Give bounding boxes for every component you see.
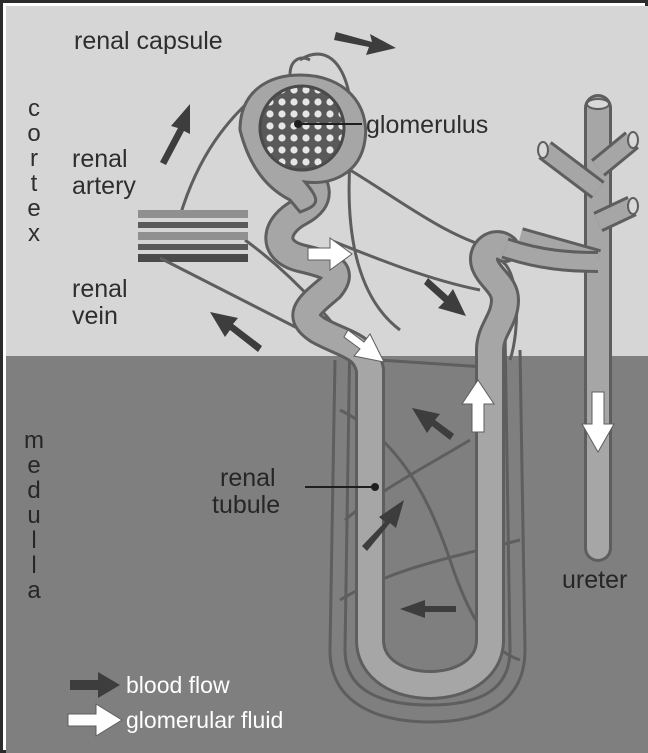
label-ureter: ureter bbox=[562, 567, 627, 594]
cortex-letter: t bbox=[24, 171, 44, 196]
medulla-letter: a bbox=[24, 578, 44, 603]
cortex-letter: o bbox=[24, 121, 44, 146]
legend-blood-flow: blood flow bbox=[126, 672, 230, 699]
medulla-vertical-label: m e d u l l a bbox=[24, 428, 44, 603]
label-renal-artery-line2: artery bbox=[72, 173, 136, 200]
cortex-letter: r bbox=[24, 146, 44, 171]
label-renal-artery-line1: renal bbox=[72, 146, 128, 173]
cortex-letter: e bbox=[24, 196, 44, 221]
blood-flow-arrow bbox=[400, 600, 456, 618]
blood-flow-arrow bbox=[412, 408, 454, 440]
medulla-letter: d bbox=[24, 478, 44, 503]
glomerulus-shape bbox=[260, 86, 344, 170]
label-renal-tubule-line2: tubule bbox=[212, 492, 280, 519]
medulla-letter: l bbox=[24, 528, 44, 553]
blood-flow-arrow bbox=[210, 312, 262, 352]
legend-blood-arrow bbox=[70, 672, 120, 698]
label-renal-vein-line2: vein bbox=[72, 303, 118, 330]
cortex-letter: x bbox=[24, 221, 44, 246]
label-glomerulus: glomerulus bbox=[366, 112, 488, 139]
blood-flow-arrow bbox=[160, 104, 190, 165]
legend-fluid-arrow bbox=[68, 704, 122, 736]
blood-flow-arrow bbox=[424, 278, 466, 316]
cortex-vertical-label: c o r t e x bbox=[24, 96, 44, 246]
label-renal-tubule-line1: renal bbox=[220, 465, 276, 492]
cortex-letter: c bbox=[24, 96, 44, 121]
label-renal-capsule: renal capsule bbox=[74, 28, 223, 55]
label-renal-vein-line1: renal bbox=[72, 276, 128, 303]
medulla-letter: m bbox=[24, 428, 44, 453]
ureter-duct bbox=[520, 99, 638, 548]
legend-glomerular-fluid: glomerular fluid bbox=[126, 707, 283, 734]
medulla-letter: l bbox=[24, 553, 44, 578]
medulla-letter: u bbox=[24, 503, 44, 528]
medulla-letter: e bbox=[24, 453, 44, 478]
blood-flow-arrow bbox=[334, 32, 396, 55]
